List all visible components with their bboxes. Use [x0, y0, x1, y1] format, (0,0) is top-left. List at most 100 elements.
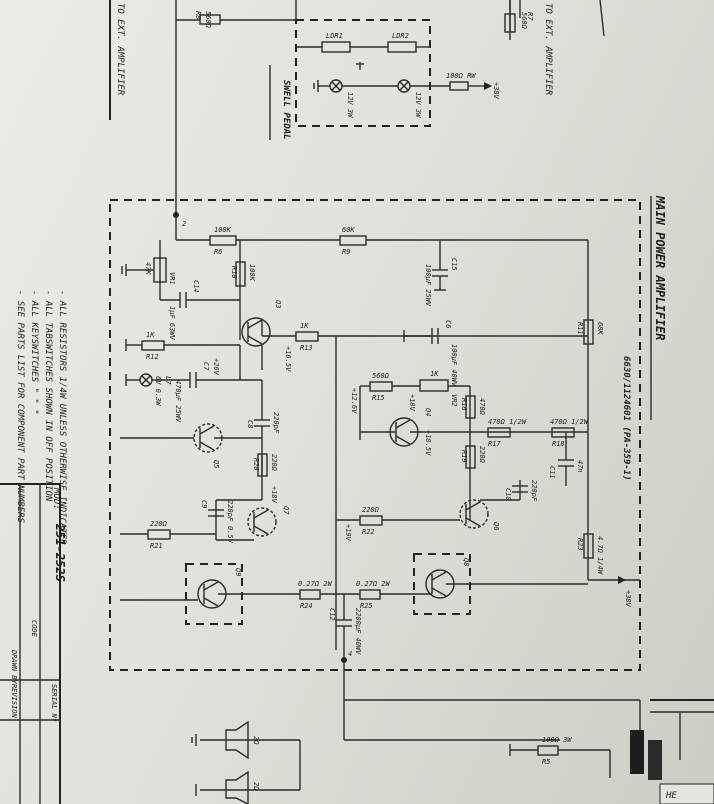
ldr1: [321, 41, 351, 53]
r12-value: 1K: [146, 331, 155, 339]
r23-label: R23: [576, 538, 584, 551]
q3-collector: [247, 319, 263, 329]
resistor-r5: [537, 745, 559, 756]
r5-label: R5: [542, 758, 550, 766]
note-4: - SEE PARTS LIST FOR COMPONENT PART NUMB…: [15, 290, 25, 524]
resistor-r23: [583, 533, 594, 559]
c12-label: C12: [328, 608, 336, 621]
q7-label: Q7: [282, 506, 290, 515]
r18-value: 470Ω 1/2W: [550, 418, 589, 426]
q7-emitter: [253, 525, 269, 535]
q6-emitter: [465, 517, 481, 527]
to-ext-amp-top-label: TO EXT. AMPLIFIER: [543, 3, 553, 96]
r24-value: 0.27Ω 2W: [298, 580, 333, 588]
r22-label: R22: [362, 528, 375, 536]
c7-label: C7: [202, 362, 210, 371]
v-18b: +18V: [270, 486, 278, 504]
q8-label: Q8: [462, 558, 470, 566]
v-12-6: +12.6V: [350, 388, 358, 414]
r16-label: R16: [460, 398, 468, 411]
speaker-1-icon: [225, 720, 249, 760]
potentiometer-vr2: [419, 379, 449, 392]
swell-pedal-box: [295, 19, 431, 127]
r7-value: 560Ω: [520, 12, 528, 30]
r13-value: 1K: [300, 322, 309, 330]
mod-label: MOD:: [51, 487, 61, 510]
q4-emitter: [395, 435, 411, 445]
r15-label: R15: [372, 394, 385, 402]
r12-label: R12: [146, 353, 159, 361]
r19-label: R19: [460, 450, 468, 463]
q7-collector: [253, 509, 269, 519]
v-0-5: 0.5V: [226, 526, 234, 544]
r6-label: R6: [214, 248, 222, 256]
q3-emitter: [247, 335, 263, 345]
r8-value: 560Ω: [204, 11, 212, 29]
arrow: [484, 82, 492, 90]
resistor-r18: [551, 427, 575, 438]
q3-label: Q3: [274, 300, 282, 308]
c14-value: 1µF 63WV: [168, 306, 176, 341]
part-number: 6630/1124601 (PA-359-1): [621, 356, 631, 481]
r22-value: 220Ω: [362, 506, 380, 514]
c15-label: C15: [450, 258, 458, 271]
v-18: +18V: [408, 394, 416, 412]
resistor-r20: [257, 453, 268, 477]
resistor-r25: [359, 589, 381, 600]
arrow: [618, 576, 626, 584]
speaker-2-impedance: 2Ω: [252, 782, 260, 791]
supply-38v-top: +38V: [492, 82, 500, 100]
ldr2-label: LDR2: [392, 32, 409, 40]
sheet-border-line: [599, 0, 605, 37]
q4-collector: [395, 419, 411, 429]
q8-emitter: [431, 587, 447, 597]
to-ext-amp-left-label: TO EXT. AMPLIFIER: [115, 3, 125, 96]
c10-label: C10: [504, 488, 512, 501]
ldr2: [387, 41, 417, 53]
q9-emitter: [203, 597, 219, 607]
vr2-value: 1K: [430, 370, 439, 378]
vr1-label: VR1: [168, 272, 176, 285]
c12-value: 2200µF 40WV: [354, 608, 362, 655]
lamp-cross: [399, 81, 409, 91]
q6-label: Q6: [492, 522, 500, 530]
c9-label: C9: [200, 500, 208, 508]
r20-value: 220Ω: [270, 454, 278, 472]
headphone-jack-block: [648, 740, 662, 780]
q4-label: Q4: [424, 408, 432, 416]
main-amplifier-box: [109, 199, 641, 671]
r10-value: 100K: [248, 264, 256, 282]
supply-38v-right: +38V: [624, 590, 632, 608]
c6-label: C6: [444, 320, 452, 328]
transistor-q6: [459, 499, 489, 529]
r10-label: R10: [230, 266, 238, 279]
r18-label: R18: [552, 440, 565, 448]
r21-label: R21: [150, 542, 163, 550]
r21-value: 220Ω: [150, 520, 168, 528]
r9-label: R9: [342, 248, 350, 256]
note-1: - ALL RESISTORS 1/4W UNLESS OTHERWISE IN…: [57, 290, 67, 545]
lamp-cross: [141, 375, 151, 385]
title-block: [0, 483, 61, 804]
mod-value: 251-252S: [53, 523, 67, 582]
he-label: HE: [665, 791, 677, 801]
vr2-label: VR2: [450, 394, 458, 407]
node-4-label: 4: [348, 650, 352, 658]
resistor-r24: [299, 589, 321, 600]
resistor-rw: [449, 81, 469, 91]
headphone-jack-block: [630, 730, 644, 774]
v-26: +26V: [212, 358, 220, 376]
r25-value: 0.27Ω 2W: [356, 580, 391, 588]
r17-value: 470Ω 1/2W: [488, 418, 527, 426]
transistor-q3: [241, 317, 271, 347]
r5-value: 100Ω 3W: [542, 736, 572, 744]
c9-value: 220pF: [226, 500, 234, 522]
resistor-r6: [209, 235, 237, 246]
r15-value: 560Ω: [372, 372, 390, 380]
q9-label: Q9: [234, 568, 242, 576]
lamp-cross: [331, 81, 341, 91]
serial-label: SERIAL Nº: [50, 684, 58, 722]
q6-collector: [465, 501, 481, 511]
c7-value: 470µF 25WV: [174, 380, 182, 423]
